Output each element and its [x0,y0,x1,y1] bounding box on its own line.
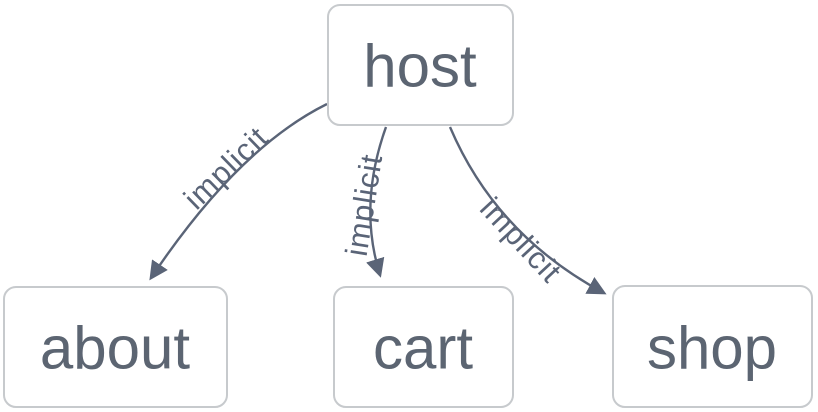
node-shop-box [612,285,813,408]
node-shop-label: shop [647,315,777,382]
node-about-box [3,286,228,408]
edge-host-cart [366,126,388,278]
node-shop: shop [612,285,813,408]
edge-line-host-shop [448,126,607,295]
node-host: host [327,4,514,126]
edge-host-about [149,102,328,281]
node-cart-label: cart [373,315,473,382]
edge-label-implicit-cart: implicit [339,152,390,259]
edge-line-host-about [149,102,328,281]
node-host-label: host [363,33,477,100]
node-host-box [327,4,514,126]
edge-label-implicit-shop: implicit [473,190,569,289]
node-cart: cart [333,286,514,408]
node-cart-box [333,286,514,408]
node-about: about [3,286,228,408]
edge-label-implicit-about: implicit [177,120,275,217]
node-about-label: about [40,315,190,382]
edge-line-host-cart [366,126,388,278]
edge-host-shop [448,126,607,295]
